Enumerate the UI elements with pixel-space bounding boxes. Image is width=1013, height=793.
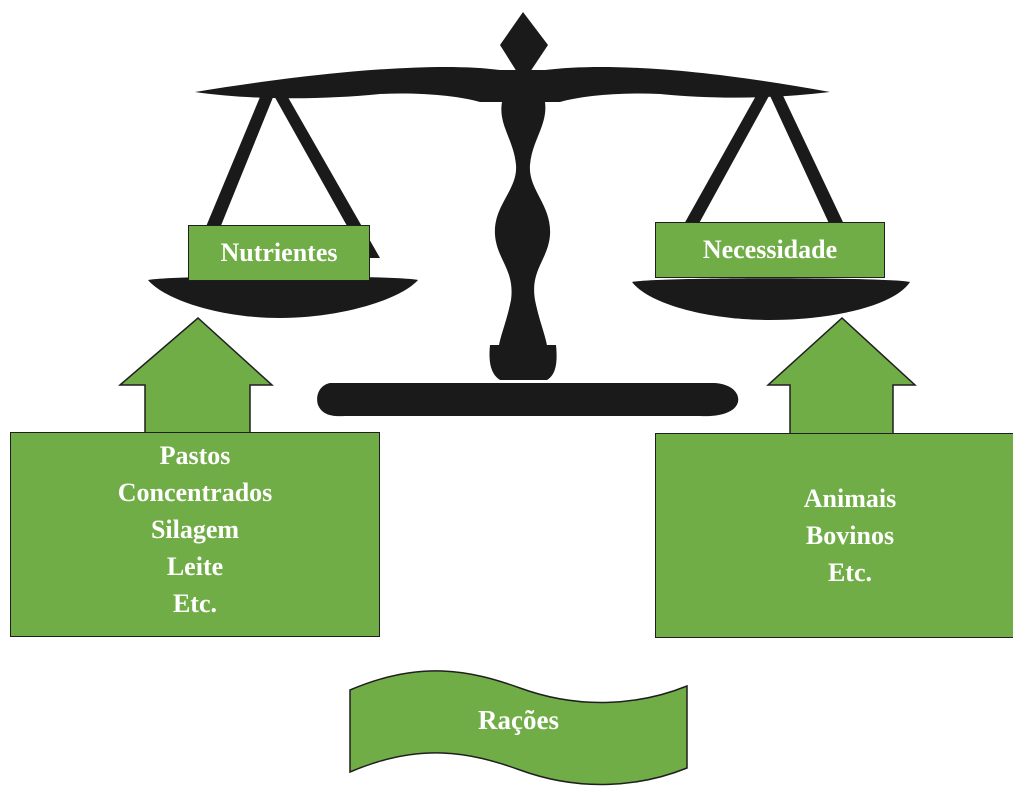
animal-item: Animais xyxy=(803,484,897,513)
feed-item: Concentrados xyxy=(117,478,273,507)
left-up-arrow xyxy=(117,317,274,434)
nutrientes-label: Nutrientes xyxy=(188,225,370,281)
racoes-banner-shape xyxy=(349,670,688,786)
animal-needs-box: Animais Bovinos Etc. xyxy=(655,433,1013,638)
animal-item: Etc. xyxy=(827,558,873,587)
feed-item: Silagem xyxy=(150,515,240,544)
feed-item: Pastos xyxy=(159,441,231,470)
animal-item: Bovinos xyxy=(805,521,895,550)
racoes-label: Rações xyxy=(478,705,559,735)
feed-item: Etc. xyxy=(172,589,218,618)
feed-sources-box: Pastos Concentrados Silagem Leite Etc. xyxy=(10,432,380,637)
feed-item: Leite xyxy=(166,552,224,581)
necessidade-label: Necessidade xyxy=(655,222,885,278)
right-up-arrow xyxy=(766,316,917,435)
